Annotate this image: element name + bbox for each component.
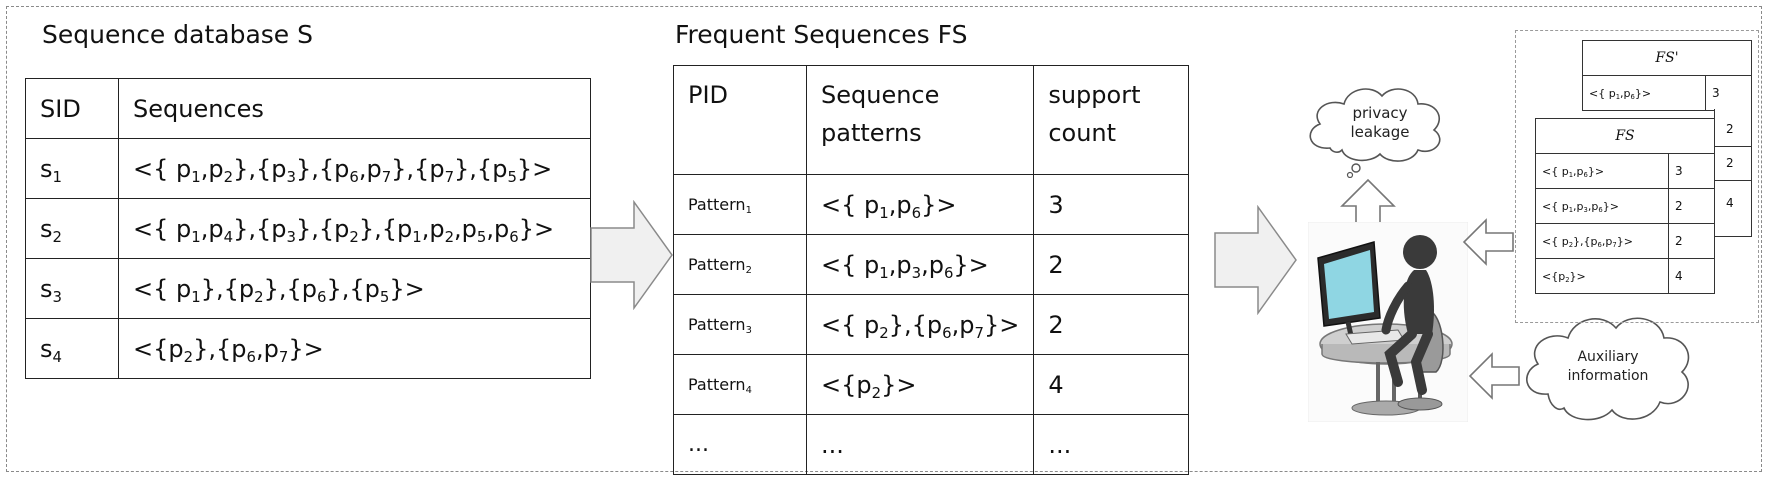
released-tables-frame bbox=[1515, 30, 1759, 323]
pid-cell: ... bbox=[673, 414, 807, 475]
chevron-arrow-icon bbox=[1214, 205, 1297, 315]
sid-cell: s3 bbox=[25, 258, 119, 319]
table-header-row: SID Sequences bbox=[25, 78, 591, 139]
support-cell: 2 bbox=[1668, 188, 1715, 224]
auxiliary-information-label: Auxiliary information bbox=[1567, 349, 1649, 384]
pattern-cell: ... bbox=[805, 414, 1035, 475]
table-row: <{p2}> 4 bbox=[1535, 258, 1715, 294]
pid-cell: Pattern3 bbox=[673, 294, 807, 355]
table-row: <{ p1,p6}> 3 bbox=[1582, 75, 1752, 111]
pattern-cell: <{ p2},{p6,p7}> bbox=[1535, 223, 1669, 259]
pattern-cell: <{ p1,p3,p6}> bbox=[1535, 188, 1669, 224]
side-count: 2 bbox=[1726, 156, 1734, 170]
support-cell: 2 bbox=[1668, 223, 1715, 259]
pattern-cell: <{ p1,p6}> bbox=[1535, 153, 1669, 189]
db-title: Sequence database S bbox=[42, 20, 313, 49]
pattern-cell: <{p2}> bbox=[1535, 258, 1669, 294]
support-cell: 3 bbox=[1033, 174, 1189, 235]
pattern-cell: <{ p2},{p6,p7}> bbox=[805, 294, 1035, 355]
sequence-cell: <{ p1,p2},{p3},{p6,p7},{p7},{p5}> bbox=[118, 138, 591, 199]
person-at-computer-icon bbox=[1308, 222, 1468, 422]
support-cell: 4 bbox=[1033, 354, 1189, 415]
mini-table-fs: FS <{ p1,p6}> 3 <{ p1,p3,p6}> 2 <{ p2},{… bbox=[1535, 118, 1715, 294]
cloud-icon bbox=[1309, 88, 1441, 178]
fs-title: Frequent Sequences FS bbox=[675, 20, 968, 49]
sequence-database-table: SID Sequences s1 <{ p1,p2},{p3},{p6,p7},… bbox=[25, 78, 591, 379]
pid-cell: Pattern1 bbox=[673, 174, 807, 235]
table-row: s2 <{ p1,p4},{p3},{p2},{p1,p2,p5,p6}> bbox=[25, 198, 591, 259]
support-cell: 4 bbox=[1668, 258, 1715, 294]
sid-cell: s1 bbox=[25, 138, 119, 199]
header-sequence-patterns: Sequence patterns bbox=[805, 65, 1035, 175]
pattern-cell: <{ p1,p3,p6}> bbox=[805, 234, 1035, 295]
support-cell: ... bbox=[1033, 414, 1189, 475]
arrow-left-icon bbox=[1468, 352, 1520, 400]
privacy-leakage-label: privacy leakage bbox=[1350, 104, 1410, 141]
table-row: Pattern1 <{ p1,p6}> 3 bbox=[673, 174, 1189, 235]
sequence-cell: <{ p1},{p2},{p6},{p5}> bbox=[118, 258, 591, 319]
support-cell: 2 bbox=[1033, 234, 1189, 295]
table-row: s1 <{ p1,p2},{p3},{p6,p7},{p7},{p5}> bbox=[25, 138, 591, 199]
support-cell: 3 bbox=[1668, 153, 1715, 189]
table-row: Pattern4 <{p2}> 4 bbox=[673, 354, 1189, 415]
header-sid: SID bbox=[25, 78, 119, 139]
arrow-left-icon bbox=[1462, 218, 1514, 266]
table-row: ... ... ... bbox=[673, 414, 1189, 475]
pattern-cell: <{p2}> bbox=[805, 354, 1035, 415]
pattern-cell: <{ p1,p6}> bbox=[805, 174, 1035, 235]
side-count: 2 bbox=[1726, 122, 1734, 136]
header-support-count: support count bbox=[1033, 65, 1189, 175]
table-header-row: PID Sequence patterns support count bbox=[673, 65, 1189, 175]
sid-cell: s4 bbox=[25, 318, 119, 379]
table-header-row: FS bbox=[1535, 118, 1715, 154]
pid-cell: Pattern4 bbox=[673, 354, 807, 415]
support-cell: 2 bbox=[1033, 294, 1189, 355]
sequence-cell: <{p2},{p6,p7}> bbox=[118, 318, 591, 379]
table-row: <{ p1,p3,p6}> 2 bbox=[1535, 188, 1715, 224]
header-sequences: Sequences bbox=[118, 78, 591, 139]
divider bbox=[1714, 146, 1752, 147]
pid-cell: Pattern2 bbox=[673, 234, 807, 295]
table-header-row: FS' bbox=[1582, 40, 1752, 76]
table-row: s3 <{ p1},{p2},{p6},{p5}> bbox=[25, 258, 591, 319]
sid-cell: s2 bbox=[25, 198, 119, 259]
header-pid: PID bbox=[673, 65, 807, 175]
mini-table-fs-prime: FS' <{ p1,p6}> 3 bbox=[1582, 40, 1752, 111]
table-row: <{ p2},{p6,p7}> 2 bbox=[1535, 223, 1715, 259]
side-count: 4 bbox=[1726, 196, 1734, 210]
divider bbox=[1714, 180, 1752, 181]
table-row: Pattern2 <{ p1,p3,p6}> 2 bbox=[673, 234, 1189, 295]
support-cell: 3 bbox=[1705, 75, 1752, 111]
mini-table-title: FS' bbox=[1582, 40, 1752, 76]
frequent-sequences-table: PID Sequence patterns support count Patt… bbox=[673, 65, 1189, 475]
pattern-cell: <{ p1,p6}> bbox=[1582, 75, 1706, 111]
sequence-cell: <{ p1,p4},{p3},{p2},{p1,p2,p5,p6}> bbox=[118, 198, 591, 259]
chevron-arrow-icon bbox=[590, 200, 673, 310]
table-row: s4 <{p2},{p6,p7}> bbox=[25, 318, 591, 379]
table-row: <{ p1,p6}> 3 bbox=[1535, 153, 1715, 189]
mini-table-title: FS bbox=[1535, 118, 1715, 154]
table-row: Pattern3 <{ p2},{p6,p7}> 2 bbox=[673, 294, 1189, 355]
cloud-icon bbox=[1526, 317, 1690, 421]
